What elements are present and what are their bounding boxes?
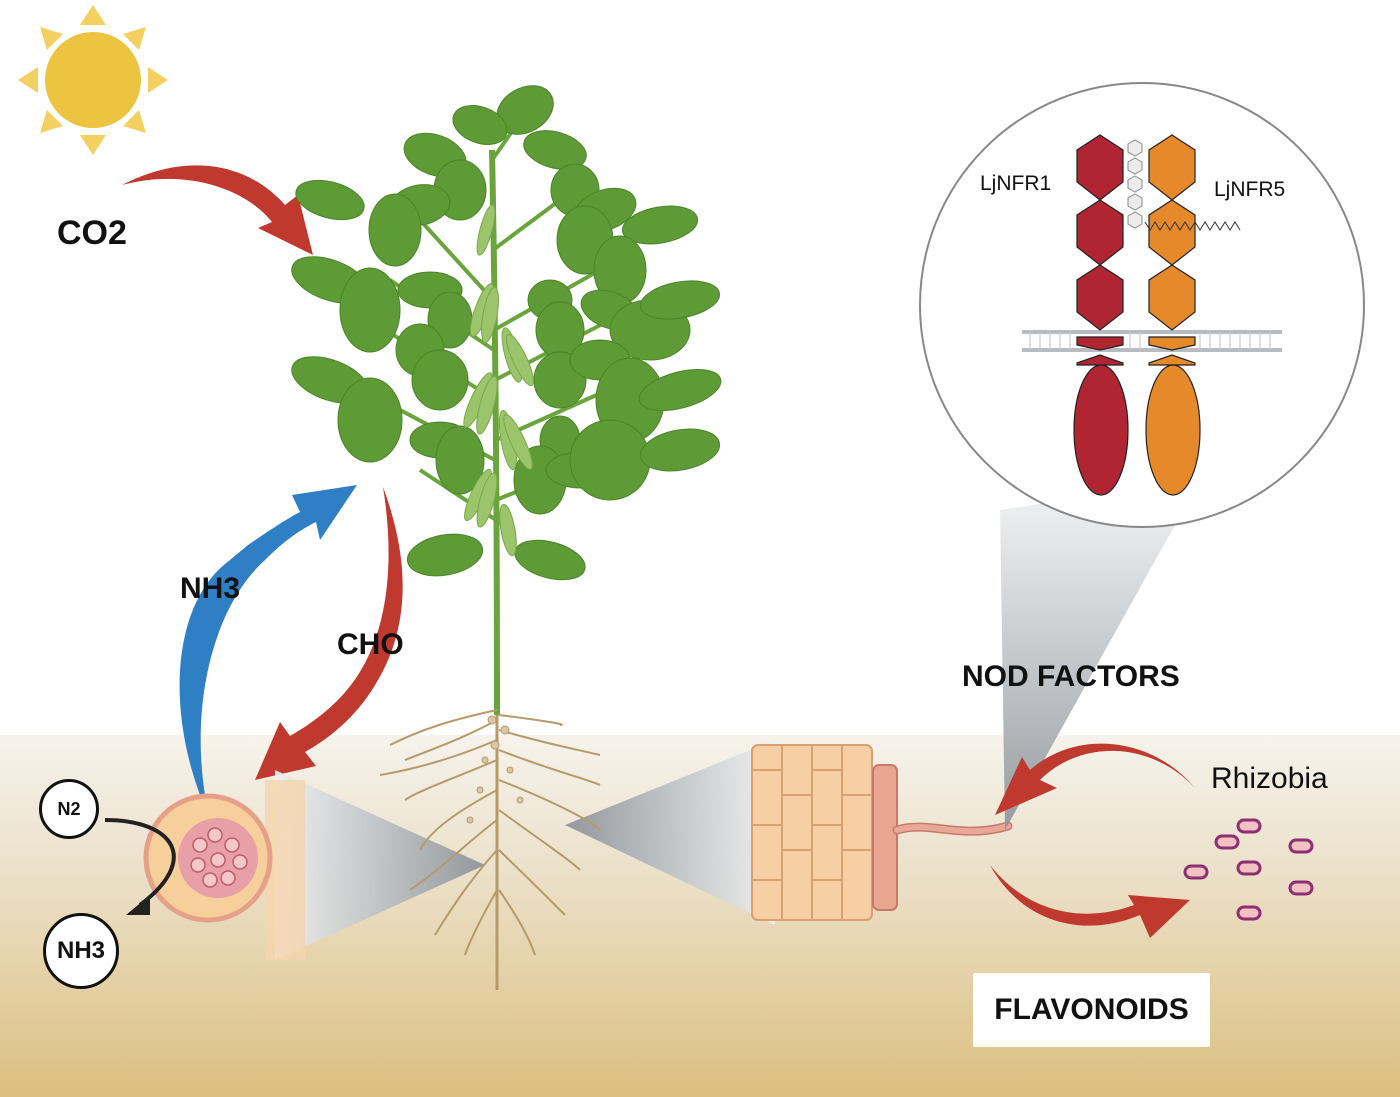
root-system — [379, 709, 601, 956]
cell-membrane — [1022, 330, 1282, 352]
zoom-beam-root-hair — [565, 740, 775, 925]
root-nodule — [143, 780, 305, 960]
flavonoids-label: FLAVONOIDS — [973, 973, 1210, 1047]
ljnfr1-receptor — [1073, 134, 1129, 496]
ljnfr5-label: LjNFR5 — [1214, 178, 1286, 201]
nod-factor-arrow — [995, 743, 1195, 815]
co2-label: CO2 — [57, 214, 127, 252]
cho-label: CHO — [337, 628, 404, 661]
sun-icon — [18, 5, 168, 155]
fixation-arrow — [104, 818, 176, 907]
nod-factor-molecule — [1127, 139, 1143, 229]
nod-factors-label: NOD FACTORS — [962, 660, 1180, 693]
rhizobia-bacteria — [1183, 818, 1314, 921]
n2-label: N2 — [39, 779, 99, 839]
cho-arrow — [255, 487, 403, 780]
rhizobia-label: Rhizobia — [1211, 762, 1328, 795]
acyl-chain — [1144, 221, 1241, 231]
zoom-beam-receptor — [1000, 480, 1200, 830]
soybean-plant — [291, 85, 722, 990]
ljnfr1-label: LjNFR1 — [980, 172, 1052, 195]
ljnfr5-receptor — [1145, 134, 1201, 496]
fixation-arrowhead — [126, 895, 150, 915]
zoom-beam-nodule — [275, 770, 485, 960]
nh3-transport-label: NH3 — [180, 572, 241, 605]
receptor-magnifier — [919, 82, 1365, 528]
nh3-fixed-label: NH3 — [43, 913, 119, 989]
co2-arrow — [122, 165, 313, 255]
nh3-transport-arrow — [179, 485, 357, 795]
root-cell-layer — [751, 744, 1013, 921]
flavonoid-arrow — [990, 865, 1190, 938]
